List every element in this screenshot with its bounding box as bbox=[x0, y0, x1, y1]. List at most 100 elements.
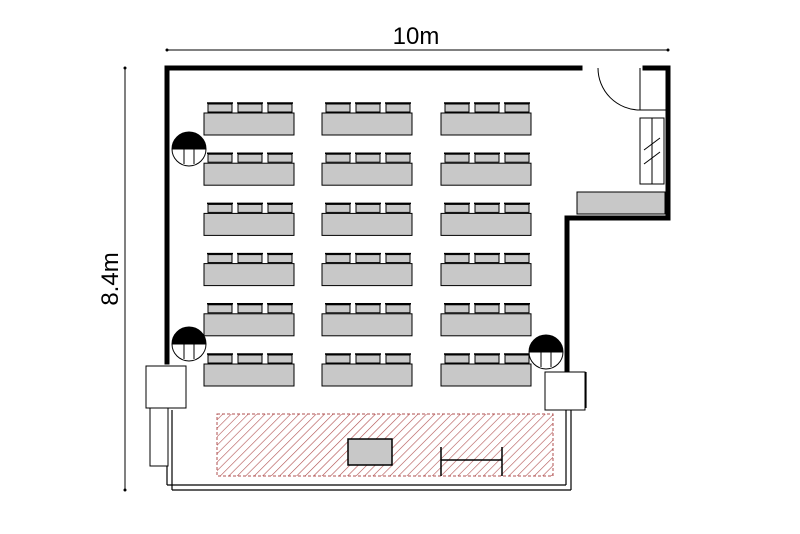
chair bbox=[444, 102, 470, 113]
thin-walls bbox=[166, 372, 587, 491]
chair bbox=[355, 152, 381, 163]
table-group bbox=[440, 303, 532, 337]
table bbox=[321, 212, 413, 236]
chair bbox=[355, 102, 381, 113]
chair bbox=[504, 252, 530, 264]
whiteboard-stand bbox=[440, 447, 503, 476]
chair bbox=[355, 353, 381, 364]
table-group bbox=[440, 252, 532, 287]
stage-area bbox=[216, 413, 554, 477]
chair bbox=[444, 303, 470, 314]
table-group bbox=[203, 102, 295, 136]
table bbox=[440, 313, 532, 337]
chair bbox=[325, 152, 351, 163]
chair bbox=[237, 152, 263, 163]
chair bbox=[385, 252, 411, 264]
table bbox=[321, 112, 413, 136]
chair bbox=[444, 152, 470, 163]
table-group bbox=[203, 252, 295, 287]
chair bbox=[385, 353, 411, 364]
pillar bbox=[171, 326, 207, 362]
table-group bbox=[203, 353, 295, 387]
table-group bbox=[321, 353, 413, 387]
table bbox=[440, 363, 532, 387]
chair bbox=[474, 303, 500, 314]
table-group bbox=[440, 102, 532, 136]
table-group bbox=[321, 102, 413, 136]
chair bbox=[267, 252, 293, 264]
chair bbox=[267, 202, 293, 213]
chair bbox=[504, 102, 530, 113]
table bbox=[203, 162, 295, 186]
table-group bbox=[321, 202, 413, 236]
counter bbox=[576, 191, 666, 215]
table-group bbox=[321, 303, 413, 337]
chair bbox=[237, 102, 263, 113]
chair bbox=[474, 152, 500, 163]
chair bbox=[355, 202, 381, 213]
chair bbox=[207, 353, 233, 364]
table-group bbox=[440, 202, 532, 236]
width-label: 10m bbox=[393, 23, 440, 50]
chair bbox=[237, 252, 263, 264]
right-box bbox=[544, 371, 586, 411]
table-group bbox=[203, 152, 295, 186]
chair bbox=[504, 202, 530, 213]
chair bbox=[385, 303, 411, 314]
chair bbox=[444, 252, 470, 264]
table bbox=[203, 263, 295, 287]
chair bbox=[385, 102, 411, 113]
table bbox=[440, 212, 532, 236]
chair bbox=[207, 202, 233, 213]
chair bbox=[267, 152, 293, 163]
table bbox=[321, 363, 413, 387]
pillar-icon bbox=[171, 131, 564, 370]
table bbox=[203, 313, 295, 337]
chair bbox=[385, 202, 411, 213]
room-walls bbox=[164, 65, 671, 375]
table bbox=[203, 363, 295, 387]
table bbox=[321, 313, 413, 337]
chair bbox=[325, 353, 351, 364]
chair bbox=[474, 353, 500, 364]
chair bbox=[504, 353, 530, 364]
chair bbox=[474, 102, 500, 113]
chair bbox=[355, 303, 381, 314]
table-group bbox=[440, 152, 532, 186]
seating-area bbox=[203, 102, 532, 387]
chair bbox=[267, 102, 293, 113]
table-group bbox=[203, 303, 295, 337]
height-label: 8.4m bbox=[97, 252, 124, 305]
chair bbox=[325, 102, 351, 113]
chair bbox=[325, 202, 351, 213]
chair bbox=[237, 303, 263, 314]
chair bbox=[267, 303, 293, 314]
pillar bbox=[171, 131, 207, 167]
chair bbox=[444, 202, 470, 213]
table-group bbox=[440, 353, 532, 387]
chair bbox=[237, 353, 263, 364]
table bbox=[440, 162, 532, 186]
chair bbox=[325, 303, 351, 314]
table bbox=[321, 162, 413, 186]
chair bbox=[385, 152, 411, 163]
pillar bbox=[528, 334, 564, 370]
table-group bbox=[321, 252, 413, 287]
table-group bbox=[321, 152, 413, 186]
table bbox=[440, 112, 532, 136]
chair bbox=[474, 202, 500, 213]
door-swing-icon bbox=[597, 67, 668, 111]
table bbox=[440, 263, 532, 287]
chair bbox=[504, 152, 530, 163]
chair bbox=[267, 353, 293, 364]
table-group bbox=[203, 202, 295, 236]
chair bbox=[474, 252, 500, 264]
table bbox=[203, 112, 295, 136]
chair bbox=[207, 102, 233, 113]
chair bbox=[207, 152, 233, 163]
chair bbox=[237, 202, 263, 213]
chair bbox=[325, 252, 351, 264]
chair bbox=[355, 252, 381, 264]
chair bbox=[504, 303, 530, 314]
